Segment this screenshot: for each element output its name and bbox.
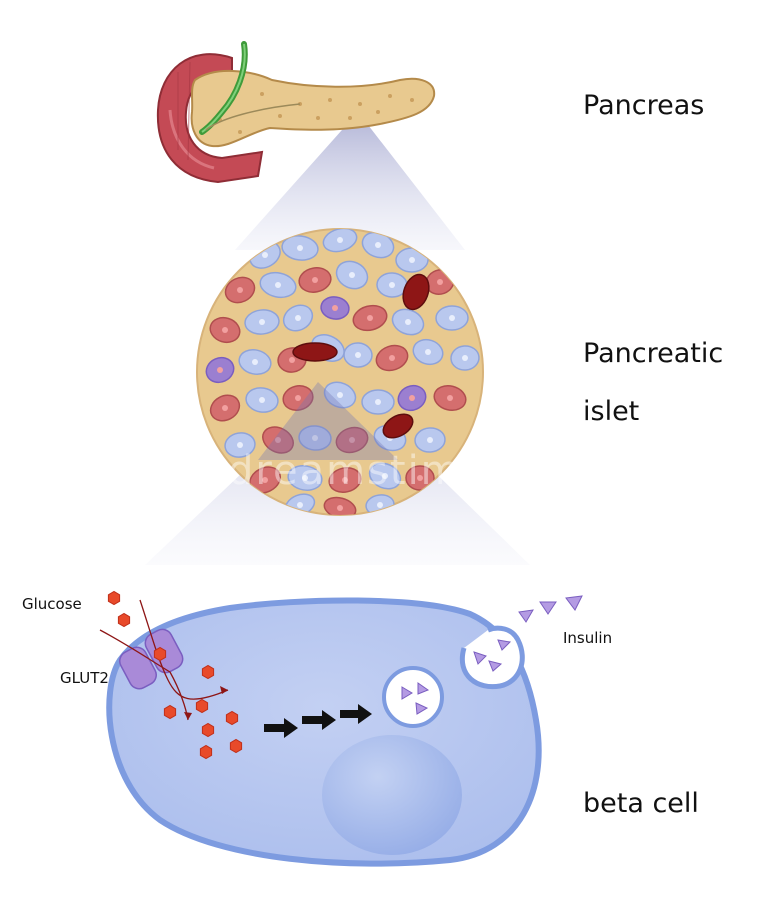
nucleus — [322, 735, 462, 855]
cell-nucleus — [405, 319, 411, 325]
cell-nucleus — [337, 505, 343, 511]
insulin-vesicle — [382, 666, 444, 728]
capillary — [292, 342, 338, 362]
cell-nucleus — [295, 315, 301, 321]
cell-nucleus — [462, 355, 468, 361]
cell-nucleus — [312, 435, 318, 441]
cell-nucleus — [449, 315, 455, 321]
glucose-label: Glucose — [22, 595, 82, 613]
process-arrow — [302, 710, 336, 730]
insulin-molecule — [518, 609, 534, 623]
glucose-molecule — [153, 646, 167, 662]
cell-nucleus — [259, 319, 265, 325]
islet-zoom-wedge — [258, 382, 398, 460]
cell-nucleus — [275, 437, 281, 443]
cell-nucleus — [252, 359, 258, 365]
cell-nucleus — [312, 277, 318, 283]
insulin-label: Insulin — [563, 629, 612, 647]
zoom-beam-pancreas — [235, 112, 465, 250]
insulin-granule — [473, 651, 487, 665]
glucose-molecule — [107, 590, 121, 606]
cell-nucleus — [389, 355, 395, 361]
islet-label-line1: Pancreatic — [583, 338, 723, 369]
cell-nucleus — [222, 405, 228, 411]
cell-nucleus — [332, 305, 338, 311]
cell-nucleus — [375, 399, 381, 405]
cell-nucleus — [382, 473, 388, 479]
glucose-molecule — [117, 612, 131, 628]
cell-nucleus — [259, 397, 265, 403]
cell-nucleus — [237, 287, 243, 293]
insulin-granule — [497, 639, 512, 651]
cell-nucleus — [217, 367, 223, 373]
process-arrow — [264, 718, 298, 738]
cell-nucleus — [337, 237, 343, 243]
glucose-molecule — [201, 722, 215, 738]
cell-nucleus — [295, 395, 301, 401]
process-arrow — [340, 704, 372, 724]
cell-nucleus — [222, 327, 228, 333]
cell-nucleus — [377, 502, 383, 508]
glucose-molecule — [225, 710, 239, 726]
cell-nucleus — [427, 437, 433, 443]
cell-nucleus — [409, 395, 415, 401]
cell-nucleus — [237, 442, 243, 448]
insulin-granule — [488, 660, 503, 672]
islet-label-line2: islet — [583, 396, 639, 427]
beta-cell — [99, 590, 542, 867]
capillary — [402, 273, 430, 311]
cell-nucleus — [302, 475, 308, 481]
cell-nucleus — [349, 272, 355, 278]
cell-nucleus — [337, 392, 343, 398]
cell-nucleus — [375, 242, 381, 248]
pancreatic-islet — [196, 228, 484, 516]
cell-nucleus — [349, 437, 355, 443]
cell-nucleus — [425, 349, 431, 355]
cell-nucleus — [275, 282, 281, 288]
cell-nucleus — [417, 475, 423, 481]
pancreas-organ — [156, 41, 436, 184]
cell-nucleus — [342, 477, 348, 483]
cell-nucleus — [355, 352, 361, 358]
insulin-molecule — [565, 595, 583, 611]
glucose-flow-arrow — [139, 599, 229, 700]
cell-nucleus — [262, 252, 268, 258]
cell-nucleus — [289, 357, 295, 363]
pancreas-body — [190, 70, 436, 148]
watermark: dreamstime — [228, 448, 488, 494]
glucose-molecule — [195, 698, 209, 714]
insulin-granule — [401, 686, 413, 700]
beta-cell-label: beta cell — [583, 788, 699, 819]
insulin-granule — [415, 702, 429, 715]
cell-nucleus — [367, 315, 373, 321]
cell-nucleus — [389, 282, 395, 288]
glucose-flow-arrow — [99, 629, 189, 721]
insulin-granule — [417, 682, 430, 695]
glut2-label: GLUT2 — [60, 669, 109, 687]
glucose-molecule — [229, 738, 243, 754]
cell-nucleus — [447, 395, 453, 401]
cell-nucleus — [297, 502, 303, 508]
pancreas-label: Pancreas — [583, 90, 704, 121]
cell-nucleus — [262, 477, 268, 483]
capillary — [382, 413, 414, 439]
glucose-molecule — [199, 744, 213, 760]
insulin-molecule — [539, 601, 557, 615]
cell-nucleus — [437, 279, 443, 285]
glucose-molecule — [201, 664, 215, 680]
glucose-molecule — [163, 704, 177, 720]
cell-nucleus — [409, 257, 415, 263]
cell-nucleus — [297, 245, 303, 251]
